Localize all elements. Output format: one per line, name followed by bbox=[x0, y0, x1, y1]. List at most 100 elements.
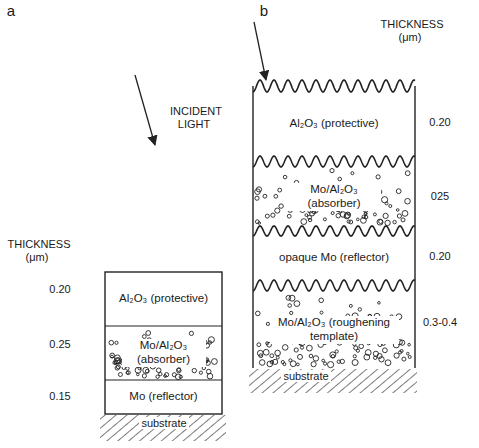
layer-box: opaque Mo (reflector) bbox=[253, 236, 415, 280]
metal-particle bbox=[257, 343, 261, 347]
metal-particle bbox=[202, 366, 205, 369]
metal-particle bbox=[349, 304, 352, 307]
metal-particle bbox=[396, 209, 399, 212]
metal-particle bbox=[189, 331, 193, 335]
metal-particle bbox=[283, 363, 286, 366]
metal-particle bbox=[378, 302, 381, 305]
metal-particle bbox=[330, 352, 336, 358]
metal-particle bbox=[377, 219, 383, 225]
metal-particle bbox=[294, 301, 300, 307]
diagram-label: a bbox=[5, 2, 17, 19]
metal-particle bbox=[263, 349, 269, 355]
metal-particle bbox=[255, 196, 259, 200]
diagram-label: 025 bbox=[429, 190, 451, 202]
metal-particle bbox=[401, 218, 405, 222]
diagram-label: 0.20 bbox=[427, 250, 452, 262]
metal-particle bbox=[114, 358, 120, 364]
label-box: 0.20 bbox=[40, 283, 80, 296]
metal-particle bbox=[270, 354, 274, 358]
metal-particle bbox=[301, 219, 307, 225]
metal-particle bbox=[331, 212, 334, 215]
label-box: 0.20 bbox=[418, 116, 462, 129]
label-box: INCIDENT LIGHT bbox=[160, 105, 230, 131]
diagram-label: 0.3-0.4 bbox=[421, 316, 459, 328]
layer-box: Al₂O₃ (protective) bbox=[105, 272, 222, 326]
metal-particle bbox=[376, 175, 380, 179]
metal-particle bbox=[296, 363, 299, 366]
metal-particle bbox=[110, 353, 115, 358]
metal-particle bbox=[308, 215, 312, 219]
layer-label: Mo/Al₂O₃ (roughening template) bbox=[270, 316, 399, 344]
metal-particle bbox=[374, 356, 377, 359]
metal-particle bbox=[146, 331, 151, 336]
metal-particle bbox=[352, 360, 358, 366]
light-arrow bbox=[254, 22, 266, 80]
metal-particle bbox=[275, 208, 280, 213]
metal-particle bbox=[156, 368, 161, 373]
metal-particle bbox=[282, 345, 288, 351]
layer-label: Mo/Al₂O₃ (absorber) bbox=[287, 183, 381, 211]
metal-particle bbox=[328, 362, 334, 368]
metal-particle bbox=[323, 218, 326, 221]
metal-particle bbox=[116, 365, 120, 369]
diagram-label: 0.15 bbox=[47, 390, 72, 402]
metal-particle bbox=[357, 218, 360, 221]
metal-particle bbox=[179, 375, 182, 378]
metal-particle bbox=[206, 369, 211, 374]
metal-particle bbox=[340, 212, 346, 218]
rough-interface bbox=[253, 156, 415, 167]
layer-boundary bbox=[105, 379, 222, 380]
stack-side bbox=[252, 86, 253, 368]
metal-particle bbox=[305, 214, 308, 217]
metal-particle bbox=[383, 213, 388, 218]
metal-particle bbox=[324, 362, 327, 365]
metal-particle bbox=[115, 341, 118, 344]
metal-particle bbox=[389, 205, 392, 208]
metal-particle bbox=[335, 350, 338, 353]
metal-particle bbox=[287, 214, 291, 218]
metal-particle bbox=[279, 204, 283, 208]
metal-particle bbox=[275, 350, 281, 356]
metal-particle bbox=[358, 308, 361, 311]
metal-particle bbox=[354, 346, 358, 350]
metal-particle bbox=[313, 356, 318, 361]
metal-particle bbox=[364, 212, 367, 215]
metal-particle bbox=[322, 359, 325, 362]
metal-particle bbox=[263, 194, 267, 198]
metal-particle bbox=[276, 356, 279, 359]
metal-particle bbox=[353, 355, 356, 358]
metal-particle bbox=[126, 367, 129, 370]
metal-particle bbox=[256, 187, 261, 192]
layer-label: Al₂O₃ (protective) bbox=[287, 117, 380, 131]
metal-particle bbox=[405, 198, 411, 204]
metal-particle bbox=[365, 213, 368, 216]
metal-particle bbox=[109, 340, 114, 345]
label-box: THICKNESS (μm) bbox=[374, 18, 448, 44]
metal-particle bbox=[290, 311, 293, 314]
diagram-label: substrate bbox=[139, 417, 188, 429]
metal-particle bbox=[283, 175, 287, 179]
metal-particle bbox=[259, 360, 265, 366]
label-box: b bbox=[256, 2, 272, 20]
metal-particle bbox=[319, 298, 324, 303]
rough-interface bbox=[253, 280, 415, 291]
metal-particle bbox=[273, 359, 278, 364]
layer-box: Mo/Al₂O₃ (absorber) bbox=[253, 168, 415, 226]
metal-particle bbox=[115, 366, 119, 370]
light-arrow bbox=[135, 75, 155, 145]
metal-particle bbox=[257, 350, 263, 356]
metal-particle bbox=[347, 220, 350, 223]
substrate-hatch bbox=[100, 415, 226, 441]
metal-particle bbox=[336, 214, 340, 218]
label-box: 0.20 bbox=[418, 250, 462, 263]
layer-box: Al₂O₃ (protective) bbox=[253, 92, 415, 156]
metal-particle bbox=[309, 354, 313, 358]
metal-particle bbox=[142, 335, 146, 339]
metal-particle bbox=[393, 220, 396, 223]
metal-particle bbox=[142, 374, 146, 378]
metal-particle bbox=[165, 373, 169, 377]
layer-label: Al₂O₃ (protective) bbox=[117, 292, 210, 306]
metal-particle bbox=[340, 359, 344, 363]
metal-particle bbox=[298, 354, 303, 359]
label-box: a bbox=[3, 2, 19, 20]
